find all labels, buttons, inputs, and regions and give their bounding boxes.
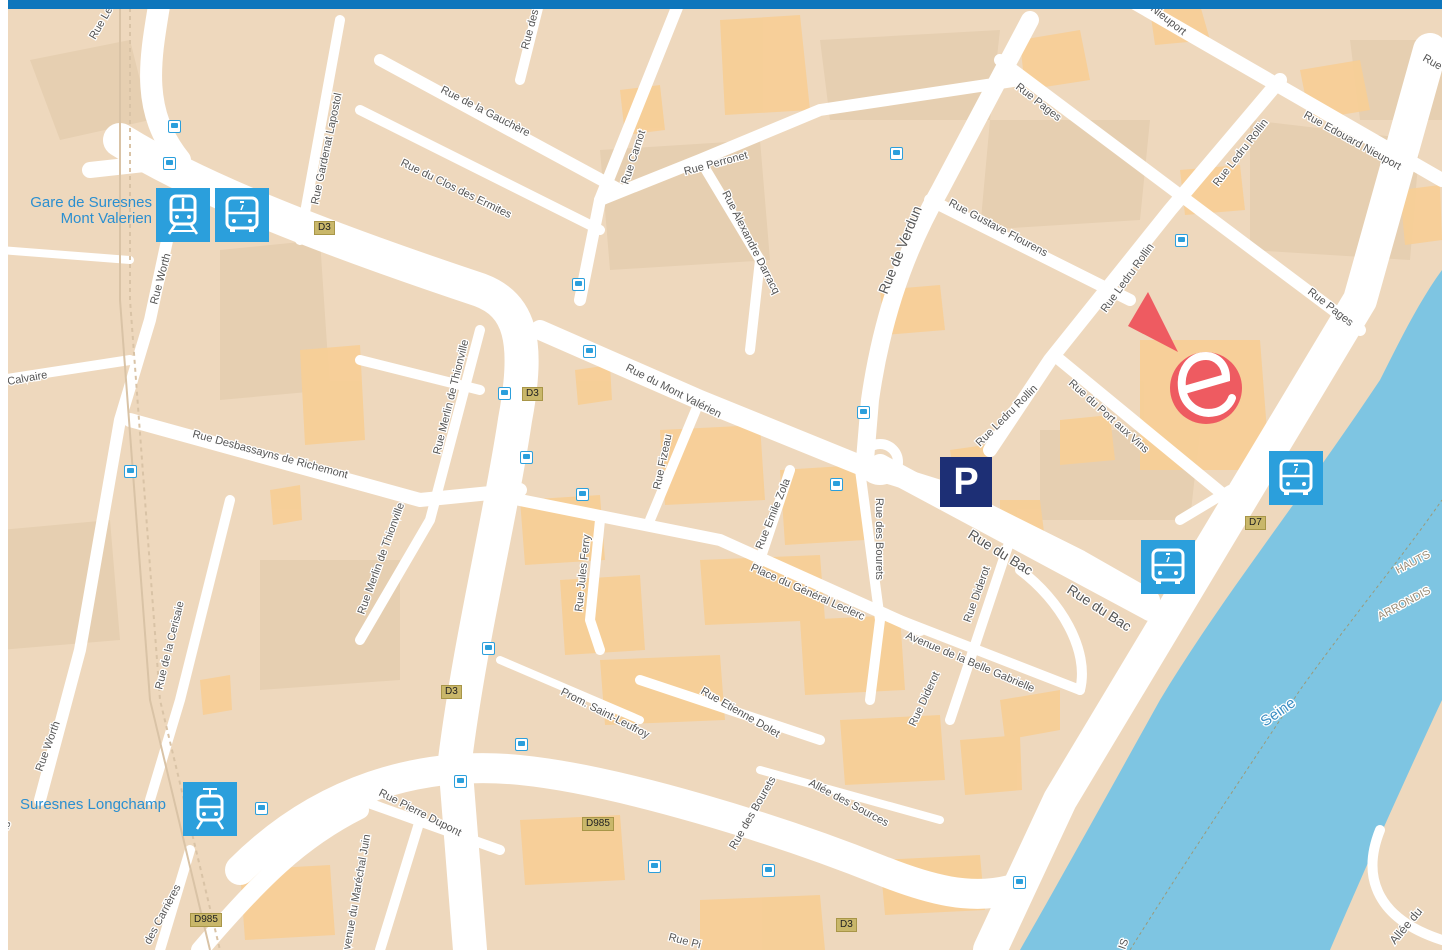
bus-stop-icon[interactable] [168,120,181,133]
train-icon-glyph [167,194,199,235]
bus-icon[interactable] [1269,451,1323,505]
bus-stop-icon[interactable] [830,478,843,491]
parking-label: P [953,460,979,503]
bus-stop-icon[interactable] [762,864,775,877]
bus-stop-icon[interactable] [572,278,585,291]
bus-icon[interactable] [1141,540,1195,594]
bus-stop-icon[interactable] [1013,876,1026,889]
bus-stop-icon[interactable] [520,451,533,464]
route-shield-d7: D7 [1245,516,1266,530]
bus-stop-icon[interactable] [124,465,137,478]
bus-stop-icon[interactable] [1175,234,1188,247]
street-label: Rue des Bourets [873,498,885,580]
far-bank [1330,700,1442,950]
destination-marker-icon[interactable] [1120,292,1250,432]
bus-stop-icon[interactable] [576,488,589,501]
parking-icon[interactable]: P [940,457,992,507]
bus-stop-icon[interactable] [583,345,596,358]
marker-arrow-icon [1128,292,1178,352]
tram-icon-glyph [195,788,225,830]
left-border [0,0,8,950]
seine-river [1020,270,1442,950]
bus-stop-icon[interactable] [482,642,495,655]
bus-icon-glyph [1279,459,1313,495]
route-shield-d3: D3 [522,387,543,401]
railway [119,0,221,950]
route-shield-d985: D985 [190,913,222,927]
bus-stop-icon[interactable] [648,860,661,873]
route-shield-d3: D3 [314,221,335,235]
station-label-gare-suresnes[interactable]: Gare de Suresnes Mont Valerien [20,195,152,227]
station-label-line1: Gare de Suresnes [30,194,152,211]
bus-stop-icon[interactable] [890,147,903,160]
bus-stop-icon[interactable] [454,775,467,788]
header-bar [0,0,1442,9]
tram-icon[interactable] [183,782,237,836]
train-icon[interactable] [156,188,210,242]
roundabout [857,439,903,485]
route-shield-d985: D985 [582,817,614,831]
route-shield-d3: D3 [836,918,857,932]
bus-stop-icon[interactable] [163,157,176,170]
route-shield-d3: D3 [441,685,462,699]
bus-stop-icon[interactable] [515,738,528,751]
bus-stop-icon[interactable] [255,802,268,815]
station-label-line2: Mont Valerien [60,210,152,227]
bus-icon-glyph [225,196,259,232]
bus-icon-glyph [1151,548,1185,584]
bus-icon[interactable] [215,188,269,242]
station-label-suresnes-longchamp[interactable]: Suresnes Longchamp [20,796,166,813]
bus-stop-icon[interactable] [498,387,511,400]
bus-stop-icon[interactable] [857,406,870,419]
